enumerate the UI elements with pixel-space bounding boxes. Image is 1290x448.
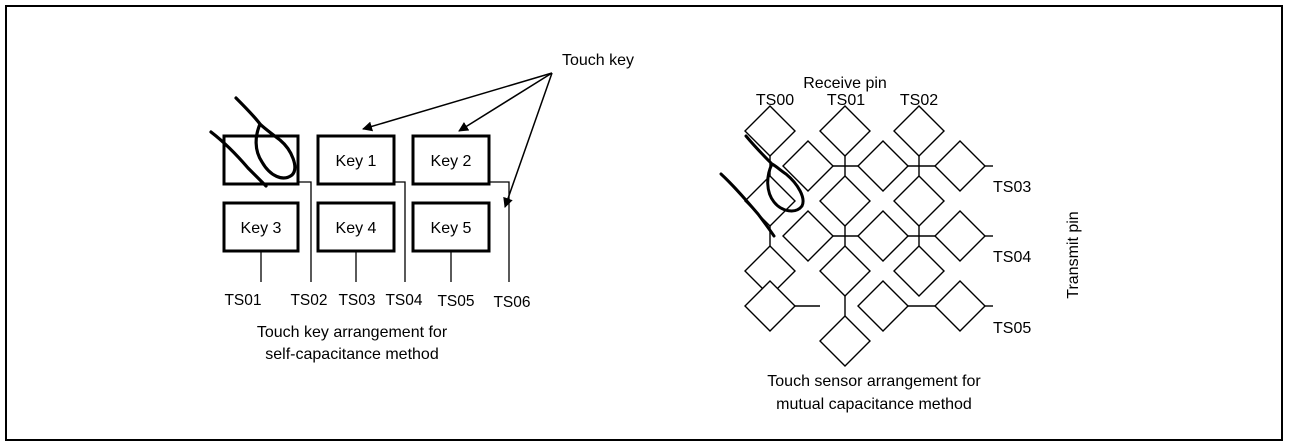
receive-pin-label-ts01: TS01: [827, 92, 865, 109]
key-box-key2: [411, 134, 491, 186]
callout-arrows: [362, 72, 553, 208]
receive-electrode-diamond: [819, 315, 871, 367]
touch-key-callout: Touch key: [562, 52, 634, 69]
self-capacitance-diagram: Key 1 Key 2 Key 3 Key 4 Key 5 TS01 TS02 …: [209, 52, 634, 363]
pin-label-ts03: TS03: [338, 292, 375, 309]
mutual-capacitance-caption-line2: mutual capacitance method: [776, 396, 972, 413]
transmit-electrode-diamond: [782, 140, 834, 192]
wire-ts02: [298, 181, 312, 282]
wire-ts04: [394, 181, 406, 282]
transmit-electrode-diamond: [782, 210, 834, 262]
receive-electrode-diamond: [893, 105, 945, 157]
receive-electrode-diamond: [744, 105, 796, 157]
receive-electrode-diamond: [893, 175, 945, 227]
key-label-key3: Key 3: [241, 220, 282, 237]
mutual-capacitance-caption-line1: Touch sensor arrangement for: [767, 373, 981, 390]
pin-label-ts02: TS02: [290, 292, 327, 309]
receive-electrode-diamond: [893, 245, 945, 297]
key-box-touched: [222, 134, 300, 186]
key-label-key2: Key 2: [431, 153, 472, 170]
transmit-electrode-diamond: [857, 210, 909, 262]
pin-label-ts01: TS01: [224, 292, 261, 309]
transmit-electrode-diamond: [934, 280, 986, 332]
transmit-electrode-diamond: [744, 280, 796, 332]
transmit-pin-title: Transmit pin: [1065, 211, 1082, 298]
self-capacitance-caption-line1: Touch key arrangement for: [257, 324, 448, 341]
transmit-pin-label-ts05: TS05: [993, 320, 1031, 337]
receive-pin-label-ts02: TS02: [900, 92, 938, 109]
transmit-electrode-diamond: [934, 140, 986, 192]
receive-pin-label-ts00: TS00: [756, 92, 794, 109]
mutual-capacitance-diagram: Receive pin TS00 TS01 TS02 TS03 TS04 TS0…: [719, 75, 1082, 413]
transmit-pin-label-ts04: TS04: [993, 249, 1031, 266]
transmit-electrode-diamond: [934, 210, 986, 262]
pin-label-ts05: TS05: [437, 293, 474, 310]
finger-icon-mutual: [719, 134, 805, 238]
figure-frame: [5, 5, 1283, 441]
receive-electrode-diamond: [819, 175, 871, 227]
wire-ts06: [489, 181, 510, 282]
transmit-pin-label-ts03: TS03: [993, 179, 1031, 196]
receive-electrode-diamond: [744, 175, 796, 227]
key-label-key5: Key 5: [431, 220, 472, 237]
sensor-diamond-grid: [744, 105, 993, 367]
receive-electrode-diamond: [819, 245, 871, 297]
pin-label-ts04: TS04: [385, 292, 422, 309]
key-label-key4: Key 4: [336, 220, 377, 237]
receive-pin-title: Receive pin: [803, 75, 887, 92]
receive-electrode-diamond: [819, 105, 871, 157]
self-capacitance-caption-line2: self-capacitance method: [265, 346, 438, 363]
pin-wires: [260, 181, 510, 282]
finger-icon: [209, 96, 297, 188]
transmit-electrode-diamond: [857, 280, 909, 332]
key-box-key1: [316, 134, 396, 186]
transmit-electrode-diamond: [857, 140, 909, 192]
pin-label-ts06: TS06: [493, 294, 530, 311]
key-label-key1: Key 1: [336, 153, 377, 170]
